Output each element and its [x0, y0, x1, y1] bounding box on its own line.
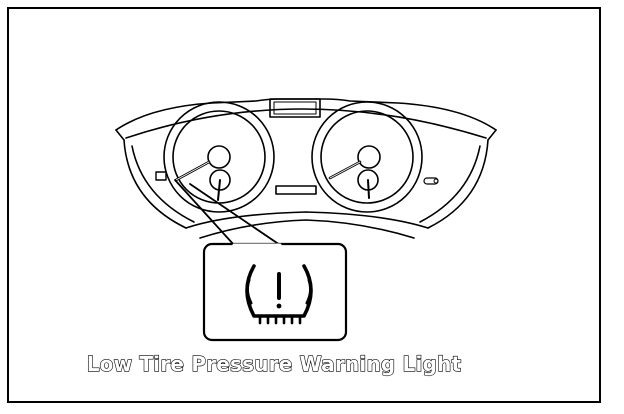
indicator-light-location	[155, 171, 167, 181]
left-gauge	[163, 101, 275, 213]
right-indicator-icon	[423, 177, 439, 185]
right-gauge	[311, 101, 423, 213]
callout-leader	[174, 179, 281, 246]
diagram-frame	[7, 7, 601, 403]
callout-box	[202, 242, 348, 342]
cluster-hood	[115, 98, 497, 239]
tire-pressure-warning-icon	[245, 264, 313, 325]
center-display	[269, 98, 321, 195]
caption-label: Low Tire Pressure Warning Light	[86, 351, 462, 376]
